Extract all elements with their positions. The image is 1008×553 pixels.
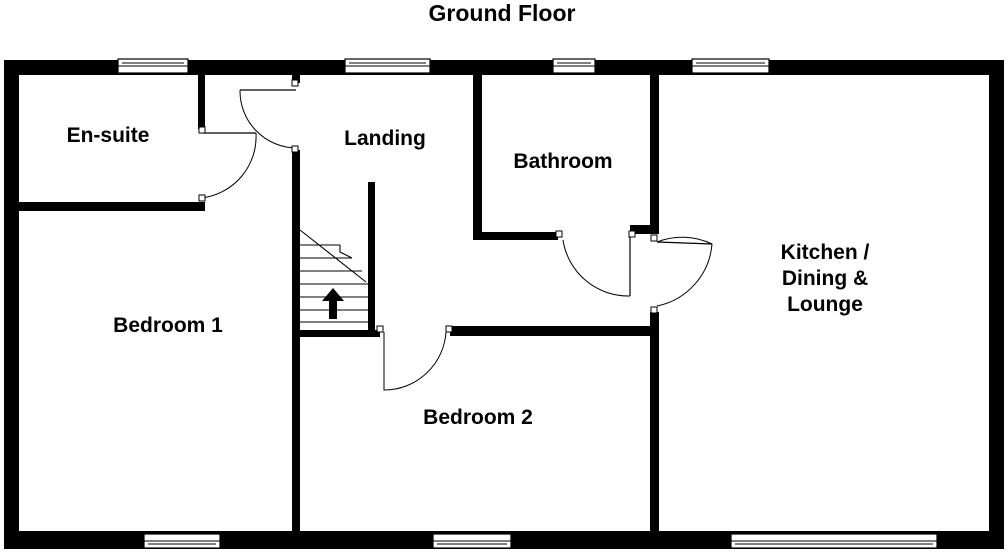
door-landing	[239, 79, 299, 153]
landing-wall-stub	[292, 75, 300, 83]
room-label-landing: Landing	[344, 127, 426, 150]
door-bedroom2	[376, 325, 453, 391]
window-bedroom1	[143, 533, 221, 549]
door-bathroom	[555, 230, 636, 297]
bathroom-wall-south-right	[630, 225, 659, 234]
room-label-kitchen-line3: Lounge	[787, 293, 863, 316]
window-kitchen-top	[691, 58, 770, 74]
window-bathroom	[552, 58, 596, 74]
ensuite-wall-south	[19, 202, 205, 211]
room-label-kitchen-line2: Dining &	[782, 267, 868, 290]
windows	[117, 58, 938, 549]
interior-walls	[19, 75, 659, 531]
outer-wall-right	[989, 60, 1004, 549]
bathroom-wall-west	[473, 75, 482, 240]
bedroom1-wall-east	[292, 150, 300, 531]
window-ensuite	[117, 58, 189, 74]
kitchen-wall-west-lower	[650, 312, 659, 531]
room-labels: En-suite Landing Bathroom Kitchen / Dini…	[67, 124, 870, 429]
room-label-ensuite: En-suite	[67, 124, 150, 147]
up-arrow-icon	[322, 288, 344, 319]
window-bedroom2	[432, 533, 512, 549]
door-ensuite	[198, 126, 257, 202]
ensuite-wall-east-upper	[198, 75, 205, 129]
window-landing	[344, 58, 431, 74]
doors	[198, 79, 713, 391]
bathroom-wall-south-left	[473, 232, 558, 240]
stair-wall	[368, 182, 375, 330]
staircase	[299, 229, 368, 323]
room-label-bedroom1: Bedroom 1	[113, 314, 223, 337]
bedroom2-wall-north-left	[300, 330, 380, 337]
window-kitchen-bottom	[730, 533, 938, 549]
room-label-kitchen-line1: Kitchen /	[781, 241, 870, 264]
floor-title: Ground Floor	[429, 0, 576, 26]
room-label-bedroom2: Bedroom 2	[423, 406, 533, 429]
outer-wall-left	[4, 60, 19, 549]
room-label-bathroom: Bathroom	[513, 150, 612, 173]
kitchen-wall-west-upper	[650, 75, 659, 230]
bedroom2-wall-north-right	[450, 326, 656, 336]
door-kitchen	[650, 234, 713, 314]
